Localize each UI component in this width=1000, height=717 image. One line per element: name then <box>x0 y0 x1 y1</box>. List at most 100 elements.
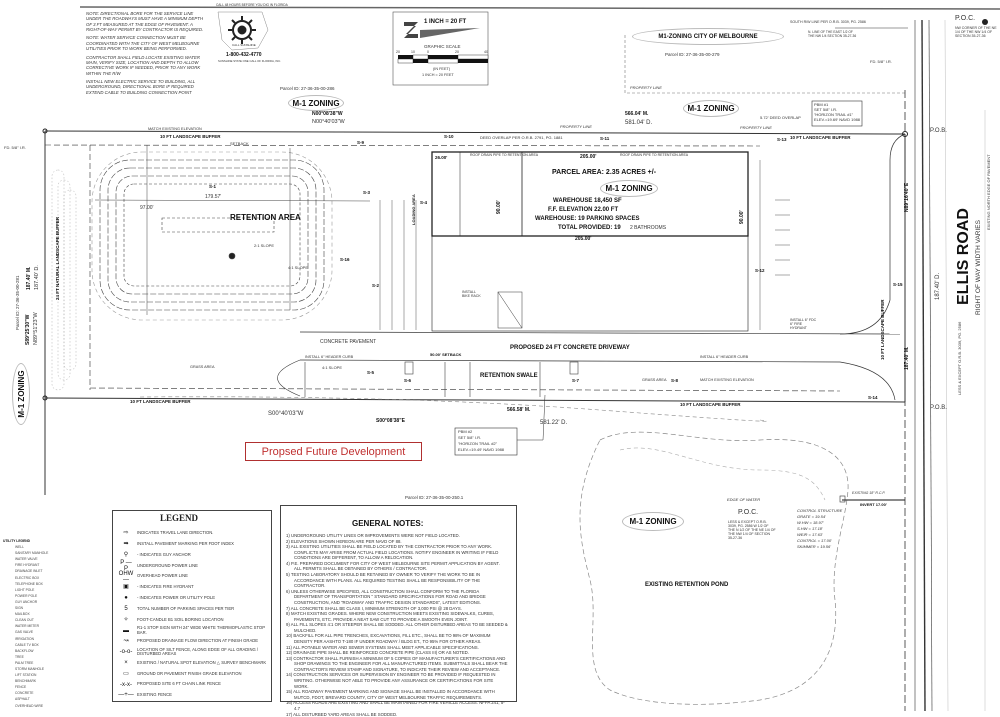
general-note-item: 10) BACKFILL FOR ALL PIPE TRENCHES, EXCA… <box>286 633 508 644</box>
legend-item-text: FOOT-CANDLE B1 SOIL BORING LOCATION <box>137 618 224 622</box>
boring-s1: S-1 <box>209 184 216 189</box>
n-line-label: N. LINE OF THE EAST 1/2 OF THE NW 1/4 SE… <box>808 31 858 39</box>
legend-symbol-icon: ▬ <box>118 628 134 634</box>
legend-symbol-icon: ▭ <box>118 671 134 677</box>
general-note-item: 13) CONTRACTOR SHALL FURNISH A MINIMUM O… <box>286 656 508 673</box>
legend-item: -x-x-PROPOSED SITE 6 FT CHAIN LINK FENCE <box>118 679 268 690</box>
boring-s14: S-14 <box>868 395 878 400</box>
boring-s8: S-8 <box>671 378 678 383</box>
boring-s13: S-13 <box>777 137 787 142</box>
north-bearing-1: N00°08'38"W <box>312 112 343 118</box>
pond-name: EXISTING RETENTION POND <box>645 582 728 589</box>
parking-stripes <box>380 160 790 330</box>
legend-item: ✧FOOT-CANDLE B1 SOIL BORING LOCATION <box>118 614 268 625</box>
legend-item: ⚲- INDICATES GUY ANCHOR <box>118 550 268 561</box>
southeast-landscape-buffer: 10 FT LANDSCAPE BUFFER <box>680 402 741 407</box>
legend-item-text: - INDICATES POWER OR UTILITY POLE <box>137 596 215 600</box>
legend-item: ▣- INDICATES FIRE HYDRANT <box>118 582 268 593</box>
retention-swale <box>140 362 767 421</box>
property-line-label-3: PROPERTY LINE <box>560 125 592 130</box>
general-notes-list: 1) UNDERGROUND UTILITY LINES OR IMPROVEM… <box>286 533 508 717</box>
general-note-item: 15) ALL ROADWAY PAVEMENT MARKING AND SIG… <box>286 689 508 700</box>
general-note-item: 4) P.E. PREPARED DOCUMENT FOR CITY OF WE… <box>286 561 508 572</box>
setback-dim-label: 50.00' SETBACK <box>430 353 461 358</box>
retention-slope-label: 2:1 SLOPE <box>254 244 274 249</box>
invert-label: INVERT 17.00' <box>860 503 887 508</box>
north-landscape-buffer: 10 FT LANDSCAPE BUFFER <box>160 134 221 139</box>
melbourne-parcel-id: Parcel ID: 27-36-35-00-279 <box>665 52 720 57</box>
north-measured: 566.04' M. <box>625 112 648 118</box>
south-bearing-2: S00°08'38"E <box>376 419 405 425</box>
general-note-item: 14) CONSTRUCTION SERVICES OR SUPERVISION… <box>286 672 508 689</box>
general-note-item: 9) ALL FILL SLOPES 4:1 OR STEEPER SHALL … <box>286 622 508 633</box>
legend-title: LEGEND <box>160 513 198 523</box>
scale-ratio: 1 INCH = 20 FEET <box>422 73 454 77</box>
setback-label: SETBACK <box>230 142 249 147</box>
east-deed: 187.40' D. <box>935 273 942 300</box>
boring-s6: S-6 <box>404 378 411 383</box>
legend-symbol-icon: ⇨ <box>118 530 134 536</box>
general-note-item: 16) ACCESS ROADS ARE EXISTING AND SHALL … <box>286 700 508 711</box>
zoning-northeast: M-1 ZONING <box>683 100 739 117</box>
property-line-label: PROPERTY LINE <box>630 86 662 91</box>
retention-width-dim: 97.00' <box>140 206 153 212</box>
slope-41-label: 4:1 SLOPE <box>288 266 308 271</box>
match-existing-label-2: MATCH EXISTING ELEVATION <box>700 378 754 382</box>
road-row-label: RIGHT OF WAY WIDTH VARIES <box>975 220 982 315</box>
control-whw: W.HW = 18.97' <box>797 521 824 526</box>
legend-item-text: INSTALL PAVEMENT MARKING PER FDOT INDEX <box>137 542 234 546</box>
zoning-pond: M-1 ZONING <box>622 512 684 531</box>
legend-item-text: TOTAL NUMBER OF PARKING SPACES PER TIER <box>137 607 234 611</box>
south-bearing-1: S00°40'03"W <box>268 411 303 418</box>
slope-41-label-2: 4:1 SLOPE <box>322 366 342 371</box>
legend-symbol-icon: ➡ <box>118 541 134 547</box>
scale-tick: 40 <box>484 50 488 54</box>
building-depth-2: 90.00' <box>497 200 503 214</box>
north-deed: 581.04' D. <box>625 120 652 127</box>
pob-label-2: P.O.B. <box>930 405 947 412</box>
legend-item-text: - INDICATES GUY ANCHOR <box>137 553 191 557</box>
poc-marker <box>982 19 988 25</box>
legend-item-text: EXISTING FENCE <box>137 693 172 697</box>
call811-phone: 1-800-432-4770 <box>226 53 262 59</box>
note-directional-bore: NOTE: DIRECTIONAL BORE FOR THE SERVICE L… <box>86 11 204 32</box>
legend-item: ×EXISTING / NATURAL SPOT ELEVATION △ SUR… <box>118 658 268 669</box>
building-depth: 90.00' <box>740 210 746 224</box>
existing-rcp-label: EXISTING 18" R.C.P. <box>852 491 885 495</box>
road-name: ELLIS ROAD <box>955 208 973 305</box>
pond-poc-description: LESS & EXCEPT O.R.B. 3039, PG. 2586 W 1/… <box>728 520 776 540</box>
legend-item-text: LOCATION OF SILT FENCE, ALONG EDGE OF AL… <box>137 648 268 656</box>
building-width-bottom: 205.00' <box>575 237 591 243</box>
boring-s12: S-12 <box>755 268 765 273</box>
pond-poc-label: P.O.C. <box>738 509 758 517</box>
boring-s4: S-4 <box>420 200 427 205</box>
pob-label: P.O.B. <box>930 128 947 135</box>
legend-symbol-icon: ⚲ <box>118 552 134 558</box>
existing-retention-pond <box>580 432 848 704</box>
zoning-melbourne: M1-ZONING CITY OF MELBOURNE <box>632 28 784 45</box>
ff-elevation: F.F. ELEVATION 22.00 FT <box>548 207 618 214</box>
pbm2-line: ELEV.=19.49' NAVD 1988 <box>458 448 504 453</box>
south-landscape-buffer: 10 FT LANDSCAPE BUFFER <box>130 399 191 404</box>
legend-item-text: GROUND OR PAVEMENT FINISH GRADE ELEVATIO… <box>137 672 242 676</box>
pbm1-line: ELEV.=19.69' NAVD 1988 <box>814 118 860 123</box>
legend-symbol-icon: 5 <box>118 606 134 612</box>
roof-drain-label: ROOF DRAIN PIPE TO RETENTION AREA <box>470 153 538 157</box>
boring-s11: S-11 <box>600 136 609 141</box>
general-note-item: 3) ALL EXISTING UTILITIES SHALL BE FIELD… <box>286 544 508 561</box>
south-deed: 581.22' D. <box>540 420 567 427</box>
legend-item: OHW —OVERHEAD POWER LINE <box>118 571 268 582</box>
zoning-north: M-1 ZONING <box>288 95 344 111</box>
found-iron-rod: FD. 5/8" I.R. <box>870 60 892 65</box>
control-structure: CONTROL STRUCTURE <box>797 509 842 514</box>
poc-label: P.O.C. <box>955 15 975 23</box>
boring-s16: S-16 <box>340 257 350 262</box>
legend-symbol-icon: ✧ <box>118 617 134 623</box>
legend-item: ▭GROUND OR PAVEMENT FINISH GRADE ELEVATI… <box>118 668 268 679</box>
general-notes-title: GENERAL NOTES: <box>352 519 423 528</box>
scale-tick: 20 <box>455 50 459 54</box>
west-landscape-buffer-label: 24 FT NATURAL LANDSCAPE BUFFER <box>55 217 60 300</box>
control-skimmer: SKIMMER = 19.56' <box>797 545 831 550</box>
